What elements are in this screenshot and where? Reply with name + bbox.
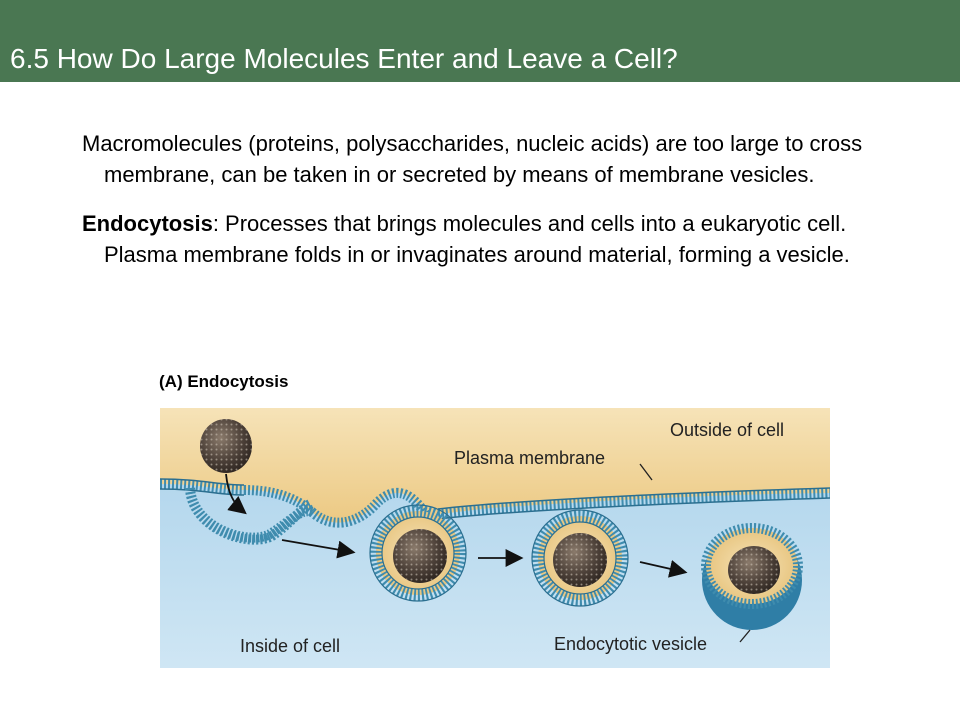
macromolecule-particle	[200, 419, 252, 473]
endocytosis-svg: Outside of cell Plasma membrane Inside o…	[160, 408, 830, 668]
label-outside-of-cell: Outside of cell	[670, 420, 784, 440]
label-endocytotic-vesicle: Endocytotic vesicle	[554, 634, 707, 654]
slide-body: Macromolecules (proteins, polysaccharide…	[82, 128, 902, 288]
slide-title: 6.5 How Do Large Molecules Enter and Lea…	[10, 43, 678, 74]
paragraph-macromolecules: Macromolecules (proteins, polysaccharide…	[82, 131, 863, 187]
paragraph-endocytosis: Endocytosis: Processes that brings molec…	[82, 208, 902, 270]
vesicle-budding	[531, 509, 629, 607]
vesicle-pinching	[369, 504, 467, 602]
title-bar: 6.5 How Do Large Molecules Enter and Lea…	[0, 0, 960, 82]
endocytotic-vesicle	[701, 523, 803, 630]
arrow-to-vesicle-2	[281, 539, 356, 559]
figure-panel-label: (A) Endocytosis	[159, 372, 289, 391]
membrane-label-leader	[639, 463, 653, 481]
vesicle-label-leader	[739, 629, 751, 643]
label-inside-of-cell: Inside of cell	[240, 636, 340, 656]
endocytosis-definition: : Processes that brings molecules and ce…	[104, 211, 850, 267]
membrane-invagination	[185, 487, 313, 545]
term-endocytosis: Endocytosis	[82, 211, 213, 236]
endocytosis-diagram: Outside of cell Plasma membrane Inside o…	[160, 408, 830, 668]
label-plasma-membrane: Plasma membrane	[454, 448, 605, 468]
arrow-particle-entering	[225, 473, 247, 515]
arrow-to-vesicle-4	[639, 560, 688, 578]
